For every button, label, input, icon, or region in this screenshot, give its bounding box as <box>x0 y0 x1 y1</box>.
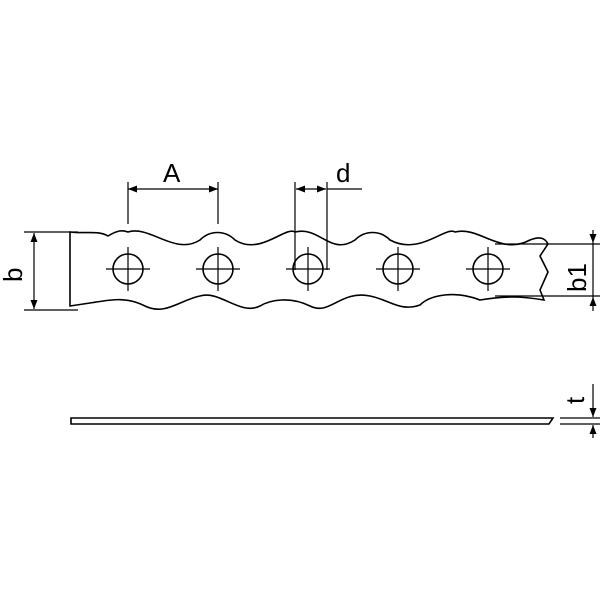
side-view-outline <box>70 417 555 425</box>
thickness-label: t <box>560 396 590 404</box>
strip-top-view <box>69 230 549 311</box>
hole <box>466 247 510 291</box>
dimension-b: b <box>0 231 78 311</box>
hole <box>286 247 330 291</box>
spacing-label: A <box>163 158 181 188</box>
dimension-t: t <box>560 384 600 438</box>
hole-group <box>106 247 510 291</box>
width-label: b <box>0 268 28 282</box>
dimension-b1: b1 <box>495 230 600 311</box>
dimension-d: d <box>294 158 362 270</box>
hole <box>106 247 150 291</box>
strip-outline <box>69 230 549 311</box>
hole <box>196 247 240 291</box>
hole-diameter-label: d <box>336 158 350 188</box>
inner-width-label: b1 <box>562 263 592 292</box>
dimension-a: A <box>127 158 219 224</box>
strip-side-view <box>70 417 555 425</box>
hole <box>376 247 420 291</box>
